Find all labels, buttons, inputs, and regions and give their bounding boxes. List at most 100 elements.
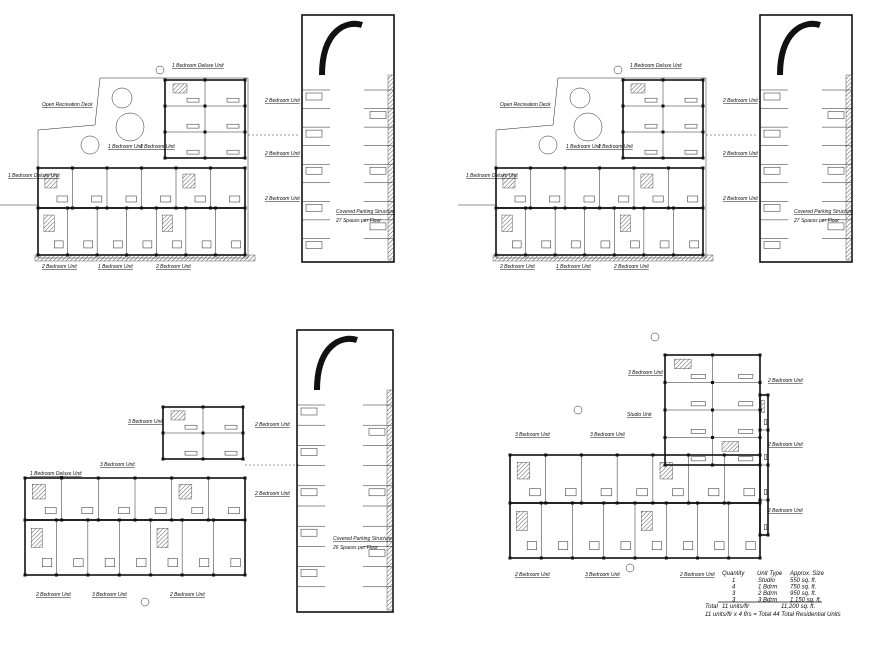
unit-label: 2 Bedroom Unit (767, 378, 803, 384)
furniture (659, 240, 670, 249)
furniture (565, 488, 577, 497)
column (529, 166, 532, 170)
furniture (743, 488, 755, 497)
column (23, 518, 27, 522)
column (583, 253, 587, 257)
unit-label: 1 Bedroom Unit (98, 264, 133, 270)
column (667, 166, 670, 170)
furniture (690, 401, 706, 407)
furniture (600, 488, 613, 497)
parking-title: Covered Parking Structure (333, 536, 392, 542)
round-table (573, 112, 603, 142)
column (36, 253, 40, 257)
column (66, 253, 70, 257)
deck-feature (538, 135, 558, 155)
furniture (549, 195, 561, 203)
column (203, 104, 207, 108)
column (663, 381, 667, 384)
table-cell: 3 (732, 598, 736, 604)
column (701, 156, 705, 160)
furniture (738, 429, 754, 434)
column (661, 130, 665, 134)
parking-title: Covered Parking Structure (336, 209, 395, 215)
column (612, 253, 616, 257)
table-header: Unit Type (757, 571, 783, 577)
furniture (125, 195, 137, 203)
column (213, 206, 217, 210)
column (701, 104, 705, 108)
unit-label: 2 Bedroom Unit (767, 508, 803, 514)
parking-structure (301, 14, 395, 263)
column (243, 206, 247, 210)
unit-label: 2 Bedroom Unit (264, 196, 300, 202)
car (827, 111, 845, 119)
column (125, 206, 129, 210)
furniture (529, 488, 541, 497)
column (633, 556, 637, 560)
column (23, 476, 27, 480)
unit-label: 3 Bedroom Unit (585, 572, 620, 578)
bathroom (44, 173, 58, 189)
column (758, 498, 762, 502)
column (579, 453, 583, 457)
column (66, 206, 70, 210)
unit-label: 3 Bedroom Unit (515, 432, 550, 438)
parking-wall (845, 74, 853, 261)
unit-label: 2 Bedroom Unit (254, 422, 290, 428)
column (687, 453, 691, 457)
column (524, 253, 528, 257)
column (154, 206, 158, 210)
unit-label: 3 Bedroom Unit (92, 592, 127, 598)
column (766, 498, 770, 502)
column (621, 130, 625, 134)
column (95, 253, 99, 257)
unit-label: Studio Unit (627, 412, 652, 418)
bathroom (761, 400, 765, 413)
ramp (314, 335, 358, 391)
car (827, 222, 845, 231)
furniture (526, 541, 537, 550)
furniture (184, 424, 198, 430)
column (539, 501, 543, 505)
column (727, 556, 731, 560)
column (149, 518, 153, 522)
column (71, 166, 74, 170)
furniture (571, 240, 581, 249)
column (163, 78, 167, 82)
furniture (738, 401, 754, 407)
column (711, 463, 714, 467)
furniture (644, 123, 658, 129)
column (163, 156, 167, 160)
car (763, 92, 781, 101)
column (563, 166, 567, 170)
furniture (199, 558, 210, 567)
car (369, 166, 387, 175)
parking-wall (387, 74, 395, 261)
column (184, 253, 188, 257)
column (96, 476, 100, 480)
column (163, 130, 167, 134)
unit-label: 2 Bedroom Unit (514, 572, 550, 578)
deck-label: Open Recreation Deck (500, 102, 551, 108)
column (60, 476, 64, 480)
column (663, 436, 667, 439)
bathroom (502, 173, 516, 189)
column (36, 206, 40, 210)
unit-label: 3 Bedroom Unit (128, 419, 163, 425)
column (241, 457, 245, 461)
car (300, 569, 318, 577)
table-cell: 3 Bdrm (758, 598, 777, 604)
table-cell: Studio (758, 578, 776, 584)
unit-label: 2 Bedroom Unit (722, 196, 758, 202)
furniture (186, 123, 200, 129)
furniture (541, 240, 551, 249)
furniture (690, 456, 706, 462)
furniture (690, 429, 706, 434)
ramp (319, 20, 363, 76)
bathroom (43, 214, 55, 232)
car (369, 111, 387, 119)
parking-outline (301, 14, 395, 263)
column (86, 518, 90, 522)
car (300, 528, 318, 537)
deck-feature (111, 87, 133, 109)
